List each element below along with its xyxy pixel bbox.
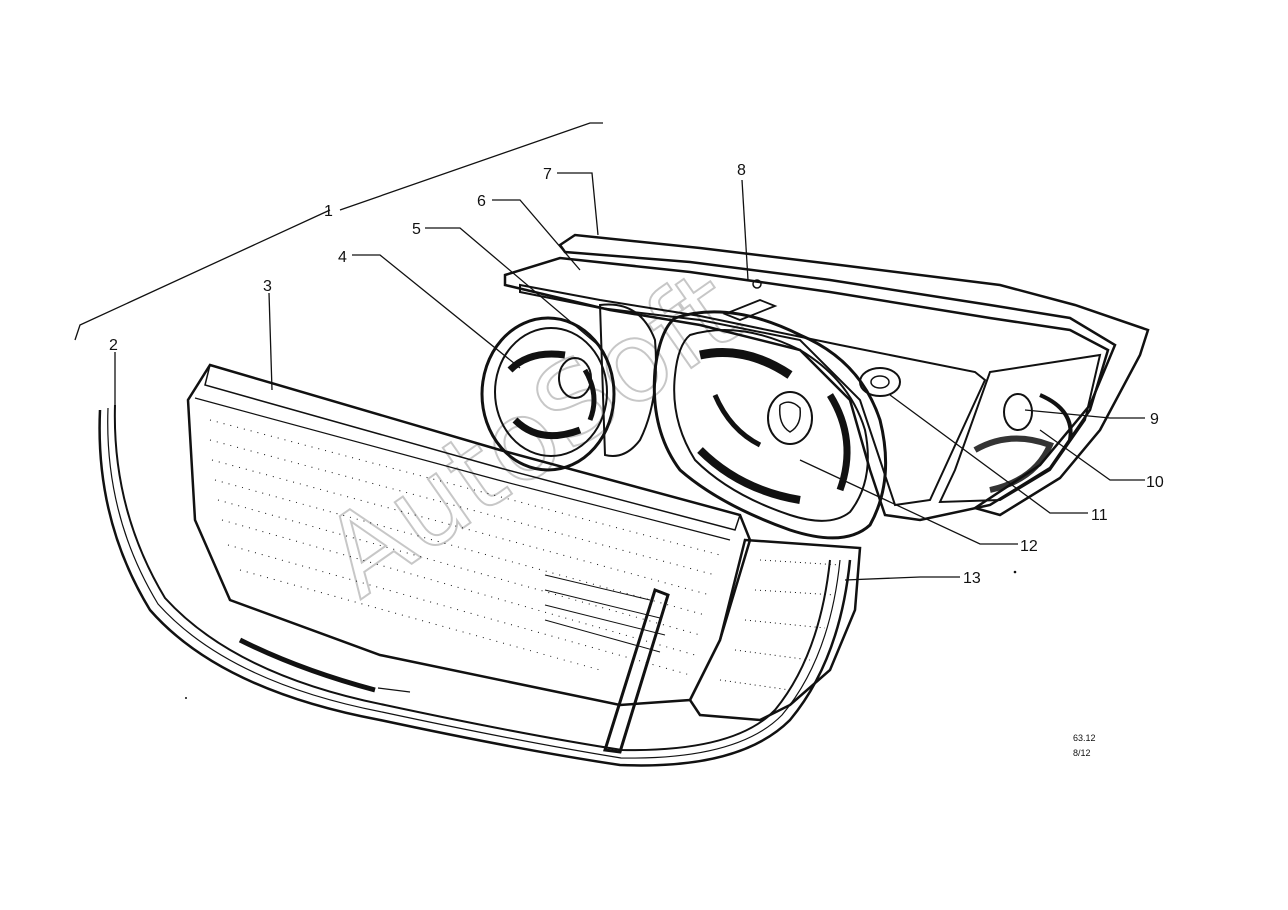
callout-6: 6 [477,193,486,210]
callout-12: 12 [1020,538,1038,555]
callout-10: 10 [1146,474,1164,491]
callout-4: 4 [338,249,347,266]
front-lens-grid [544,574,666,653]
leader-4 [352,254,521,369]
callout-13: 13 [963,570,981,587]
side-bulb [1003,393,1033,431]
leader-5 [425,227,599,346]
main-reflector [652,310,888,540]
trim-frame-inner [113,404,831,752]
leader-3 [268,292,273,391]
housing-gasket [558,233,1150,517]
leader-10 [1039,429,1145,481]
bracket-screw [752,279,762,289]
front-lens-top-rim [204,364,741,531]
callout-2: 2 [109,337,118,354]
mounting-bracket [722,299,778,321]
callout-7: 7 [543,166,552,183]
corner-lens [688,538,862,722]
callout-5: 5 [412,221,421,238]
housing-body [503,256,1110,522]
front-lens [186,363,752,754]
reference-line-1: 63.12 [1073,733,1096,743]
callout-3: 3 [263,278,272,295]
main-bulb [767,391,813,445]
leader-1 [74,122,603,341]
lens-divider-strip [603,588,670,754]
callout-11: 11 [1091,507,1108,524]
trim-frame [98,404,852,767]
round-lamp-bulb [558,357,592,399]
reference-code: 63.12 8/12 [1073,733,1096,758]
callout-1: 1 [324,203,333,220]
leader-lines [74,122,1145,581]
callout-9: 9 [1150,411,1159,428]
leader-13 [844,576,960,581]
callout-8: 8 [737,162,746,179]
callout-labels: 1 2 3 4 5 6 7 8 9 10 11 12 13 [109,162,1164,587]
trim-frame-outer [98,409,852,767]
reference-line-2: 8/12 [1073,748,1091,758]
corner-lens-body [688,538,862,722]
leader-12 [799,459,1018,545]
round-lamp-rim [480,316,616,472]
leader-8 [741,179,749,281]
leader-9 [1024,409,1145,419]
main-reflector-rim [652,310,888,540]
leader-6 [492,199,581,271]
round-lamp-unit [480,303,657,472]
round-lamp-mount [598,303,657,457]
leader-7 [557,172,599,236]
leader-11 [889,394,1088,514]
side-reflector [938,353,1102,504]
